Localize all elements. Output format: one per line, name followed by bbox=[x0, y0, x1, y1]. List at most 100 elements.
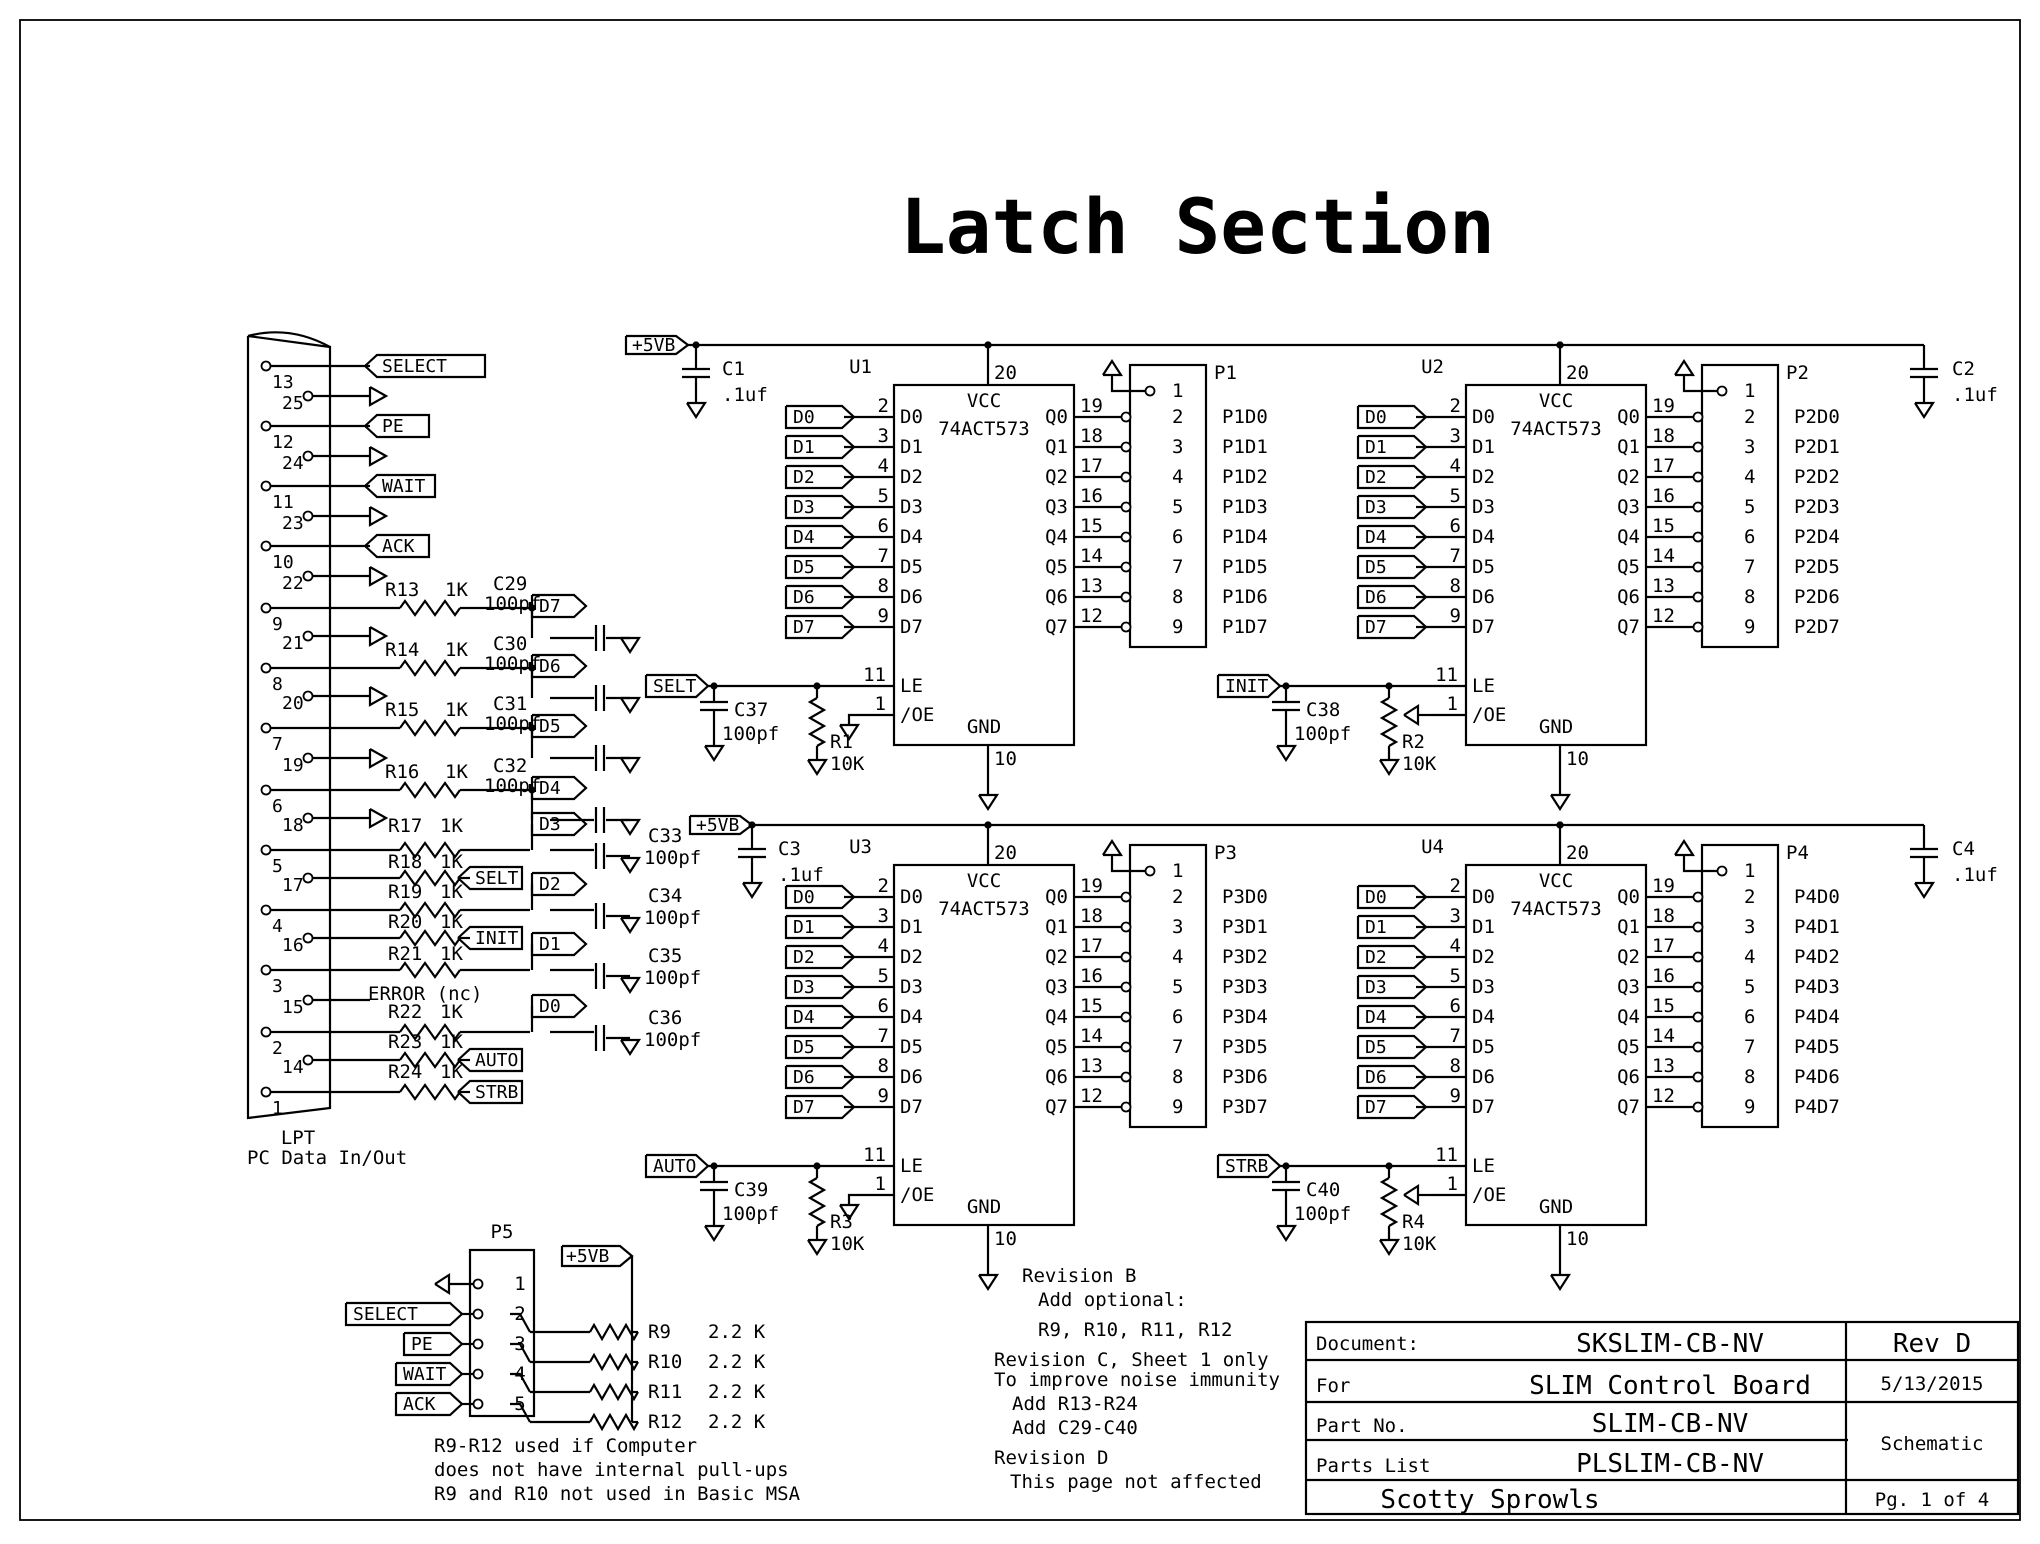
pin-number: 3 bbox=[878, 425, 889, 447]
output-signal-label: P1D6 bbox=[1222, 586, 1268, 608]
capacitor-ref: C36 bbox=[648, 1007, 682, 1029]
chip-part: 74ACT573 bbox=[1510, 418, 1602, 440]
pin-number: 18 bbox=[1652, 425, 1675, 447]
pin-number: 14 bbox=[1652, 545, 1675, 567]
title-parts-list-label: Parts List bbox=[1316, 1455, 1430, 1477]
lpt-pin-number: 21 bbox=[282, 633, 304, 654]
signal-tag-label: WAIT bbox=[382, 476, 426, 497]
pin-number: 15 bbox=[1652, 995, 1675, 1017]
title-parts-list: PLSLIM-CB-NV bbox=[1576, 1449, 1764, 1479]
data-tag-label: D0 bbox=[793, 407, 815, 428]
resistor-icon bbox=[399, 961, 461, 979]
capacitor-value: 100pf bbox=[644, 907, 701, 929]
signal-tag bbox=[784, 944, 856, 970]
pin-circle bbox=[1716, 865, 1728, 877]
res-value: 10K bbox=[830, 1233, 865, 1255]
pin-circle bbox=[302, 570, 314, 582]
pin-number: 8 bbox=[878, 1055, 889, 1077]
chip-pin-name: D3 bbox=[1472, 976, 1495, 998]
header-pin-number: 6 bbox=[1172, 526, 1183, 548]
chip-pin-name: Q4 bbox=[1617, 1006, 1640, 1028]
chip-pin-name: Q3 bbox=[1617, 976, 1640, 998]
data-tag-label: D7 bbox=[793, 617, 815, 638]
revision-note: Add optional: bbox=[1038, 1289, 1187, 1311]
pin-number: 7 bbox=[878, 1025, 889, 1047]
title-doc: SKSLIM-CB-NV bbox=[1576, 1329, 1764, 1359]
resistor-value: 1K bbox=[440, 911, 463, 933]
signal-tag bbox=[394, 1391, 464, 1417]
pin-circle bbox=[302, 690, 314, 702]
signal-tag bbox=[784, 914, 856, 940]
output-signal-label: P3D4 bbox=[1222, 1006, 1268, 1028]
chip-pin-name: VCC bbox=[1539, 870, 1573, 892]
capacitor-value: 100pf bbox=[644, 967, 701, 989]
header-pin-number: 1 bbox=[1744, 380, 1755, 402]
header-vcc-wire bbox=[1682, 375, 1717, 393]
signal-tag bbox=[784, 974, 856, 1000]
chip-pin-name: D2 bbox=[1472, 946, 1495, 968]
le-signal-label: SELT bbox=[653, 676, 697, 697]
ground-icon bbox=[1276, 744, 1298, 763]
pin-number: 15 bbox=[1652, 515, 1675, 537]
lpt-pin-number: 23 bbox=[282, 513, 304, 534]
data-tag-label: D0 bbox=[1365, 887, 1387, 908]
signal-tag bbox=[1216, 673, 1282, 699]
signal-tag bbox=[1356, 884, 1428, 910]
header-pin-number: 3 bbox=[1744, 916, 1755, 938]
pin-circle bbox=[302, 1054, 314, 1066]
chip-pin-name: D2 bbox=[900, 946, 923, 968]
signal-tag bbox=[1356, 1094, 1428, 1120]
chip-pin-name: D6 bbox=[1472, 586, 1495, 608]
pin-number: 16 bbox=[1080, 485, 1103, 507]
header-ref: P3 bbox=[1214, 842, 1237, 864]
chip-part: 74ACT573 bbox=[938, 898, 1030, 920]
chip-pin-name: D3 bbox=[900, 976, 923, 998]
chip-pin-name: Q7 bbox=[1617, 616, 1640, 638]
latch-chip-body bbox=[892, 383, 1076, 747]
signal-tag bbox=[784, 1034, 856, 1060]
chip-pin-name: Q3 bbox=[1045, 976, 1068, 998]
signal-tag bbox=[784, 434, 856, 460]
driver-icon bbox=[368, 686, 389, 707]
header-pin-number: 7 bbox=[1744, 1036, 1755, 1058]
pin-number: 18 bbox=[1652, 905, 1675, 927]
pin-number: 4 bbox=[1450, 935, 1461, 957]
chip-pin-name: Q4 bbox=[1045, 526, 1068, 548]
title-for: SLIM Control Board bbox=[1529, 1371, 1811, 1401]
resistor-value: 1K bbox=[440, 815, 463, 837]
ground-icon bbox=[1276, 1224, 1298, 1243]
data-tag-label: D5 bbox=[793, 557, 815, 578]
signal-tag bbox=[364, 413, 431, 439]
capacitor-value: 100pf bbox=[484, 593, 541, 615]
signal-tag-label: STRB bbox=[475, 1082, 518, 1103]
data-tag-label: D0 bbox=[793, 887, 815, 908]
pin-circle bbox=[472, 1338, 484, 1350]
output-signal-label: P3D6 bbox=[1222, 1066, 1268, 1088]
cap-value: 100pf bbox=[1294, 723, 1351, 745]
pin-circle bbox=[260, 784, 272, 796]
output-signal-label: P2D7 bbox=[1794, 616, 1840, 638]
data-tag-label: D3 bbox=[1365, 977, 1387, 998]
header-pin-number: 5 bbox=[1172, 496, 1183, 518]
le-signal-label: STRB bbox=[1225, 1156, 1268, 1177]
chip-pin-name: Q7 bbox=[1045, 616, 1068, 638]
signal-tag-label: PE bbox=[411, 1334, 433, 1355]
pin-circle bbox=[302, 450, 314, 462]
lpt-pin-number: 16 bbox=[282, 935, 304, 956]
pin-number: 8 bbox=[878, 575, 889, 597]
data-tag-label: D6 bbox=[1365, 1067, 1387, 1088]
pin-number: 5 bbox=[878, 485, 889, 507]
data-tag-label: D4 bbox=[1365, 1007, 1387, 1028]
ground-icon bbox=[704, 744, 726, 763]
pin-number: 10 bbox=[994, 748, 1017, 770]
signal-tag bbox=[457, 925, 524, 951]
header-pin-number: 4 bbox=[1172, 946, 1183, 968]
chip-pin-name: VCC bbox=[967, 870, 1001, 892]
title-page: Pg. 1 of 4 bbox=[1875, 1489, 1989, 1511]
lpt-pin-number: 5 bbox=[272, 856, 283, 877]
signal-tag-label: ACK bbox=[403, 1394, 436, 1415]
p5-wire bbox=[510, 1372, 531, 1393]
chip-pin-name: Q0 bbox=[1045, 886, 1068, 908]
signal-tag bbox=[1356, 524, 1428, 550]
